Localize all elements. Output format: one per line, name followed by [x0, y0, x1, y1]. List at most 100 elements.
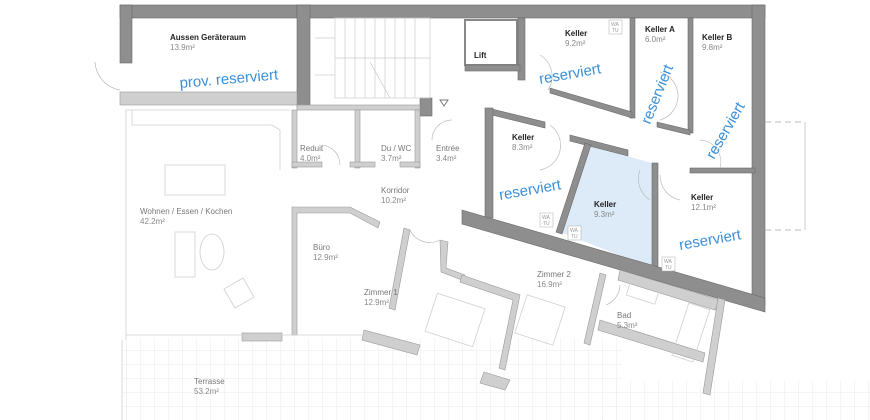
wall: [439, 239, 466, 281]
room-area: 10.2m²: [381, 196, 406, 205]
room-area: 16.9m²: [537, 280, 562, 289]
door[interactable]: [638, 169, 651, 201]
room-area: 53.2m²: [194, 387, 219, 396]
door[interactable]: [539, 124, 561, 171]
wall: [629, 17, 636, 119]
room-name: Aussen Geräteraum: [170, 33, 246, 42]
door[interactable]: [605, 284, 621, 306]
bed: [514, 294, 566, 346]
svg-text:TU: TU: [543, 221, 550, 227]
wall: [651, 162, 659, 272]
svg-text:WA: WA: [570, 228, 579, 234]
wall: [296, 104, 421, 111]
room-area: 8.3m²: [512, 143, 533, 152]
wall: [689, 167, 756, 174]
room-name: Terrasse: [194, 377, 225, 386]
room-area: 4.0m²: [300, 154, 321, 163]
room-area: 9.2m²: [565, 39, 586, 48]
svg-text:WA: WA: [611, 22, 620, 28]
room-name: Reduit: [300, 144, 324, 153]
reserved-overlay: reserviert: [638, 61, 677, 126]
wall: [459, 274, 521, 371]
bathtub: [671, 302, 711, 363]
wall: [241, 332, 283, 342]
wall: [517, 17, 526, 81]
wall: [555, 142, 592, 235]
wall: [583, 272, 607, 346]
coffee-table: [199, 233, 225, 271]
selected-keller-room[interactable]: [560, 146, 652, 268]
kitchen-counter: [131, 110, 281, 170]
wall: [349, 161, 376, 168]
wall: [388, 227, 411, 311]
door[interactable]: [659, 71, 679, 121]
wall: [751, 4, 766, 306]
room-area: 9.3m²: [594, 210, 615, 219]
terrace-area: [122, 338, 622, 420]
room-area: 3.7m²: [381, 154, 402, 163]
room-name: Keller: [594, 200, 616, 209]
room-name: Wohnen / Essen / Kochen: [140, 207, 232, 216]
wall: [399, 161, 421, 168]
room-name: Keller: [565, 29, 587, 38]
door[interactable]: [539, 54, 553, 91]
room-area: 3.4m²: [436, 154, 457, 163]
wall: [414, 109, 421, 169]
wall: [549, 87, 633, 119]
door[interactable]: [699, 139, 722, 169]
wall: [291, 109, 298, 169]
facade-line: [125, 109, 290, 340]
wall: [687, 17, 694, 134]
room-area: 12.9m²: [364, 298, 389, 307]
room-area: 13.9m²: [170, 43, 195, 52]
reserved-overlay: reserviert: [703, 99, 749, 162]
armchair: [223, 277, 255, 309]
wall: [597, 319, 706, 363]
wall: [419, 97, 433, 117]
room-area: 6.0m²: [645, 35, 666, 44]
reserved-overlay: reserviert: [538, 60, 603, 88]
room-area: 9.8m²: [702, 43, 723, 52]
wall: [361, 329, 421, 356]
wall: [479, 371, 511, 391]
door[interactable]: [659, 174, 681, 201]
lift-shaft: [464, 19, 518, 66]
room-name: Bad: [617, 311, 631, 320]
room-area: 42.2m²: [140, 217, 165, 226]
svg-text:WA: WA: [664, 259, 673, 265]
room-name: Du / WC: [381, 144, 411, 153]
wall: [656, 121, 691, 136]
entrance-marker-icon: [439, 99, 449, 107]
wall: [291, 206, 381, 336]
door[interactable]: [409, 229, 441, 243]
wall: [617, 269, 721, 311]
svg-text:TU: TU: [612, 28, 619, 34]
room-name: Keller: [512, 133, 534, 142]
dining-table: [164, 164, 226, 196]
door[interactable]: [431, 119, 453, 141]
wall: [119, 4, 298, 19]
wall: [484, 107, 494, 219]
reserved-overlay: reserviert: [498, 176, 563, 204]
staircase: [315, 17, 431, 99]
door[interactable]: [94, 61, 121, 91]
svg-text:TU: TU: [571, 234, 578, 240]
wall: [354, 109, 361, 169]
sink: [625, 280, 660, 305]
room-name: Keller: [691, 193, 713, 202]
room-name: Entrée: [436, 144, 460, 153]
terrace-right: [600, 380, 870, 420]
wall: [119, 91, 298, 106]
door[interactable]: [321, 144, 341, 166]
sofa: [174, 231, 196, 278]
bed: [424, 292, 486, 348]
room-name: Büro: [313, 243, 330, 252]
wall: [296, 4, 311, 108]
room-name: Keller B: [702, 33, 732, 42]
room-name: Keller A: [645, 25, 675, 34]
room-area: 12.9m²: [313, 253, 338, 262]
svg-text:WA: WA: [542, 215, 551, 221]
